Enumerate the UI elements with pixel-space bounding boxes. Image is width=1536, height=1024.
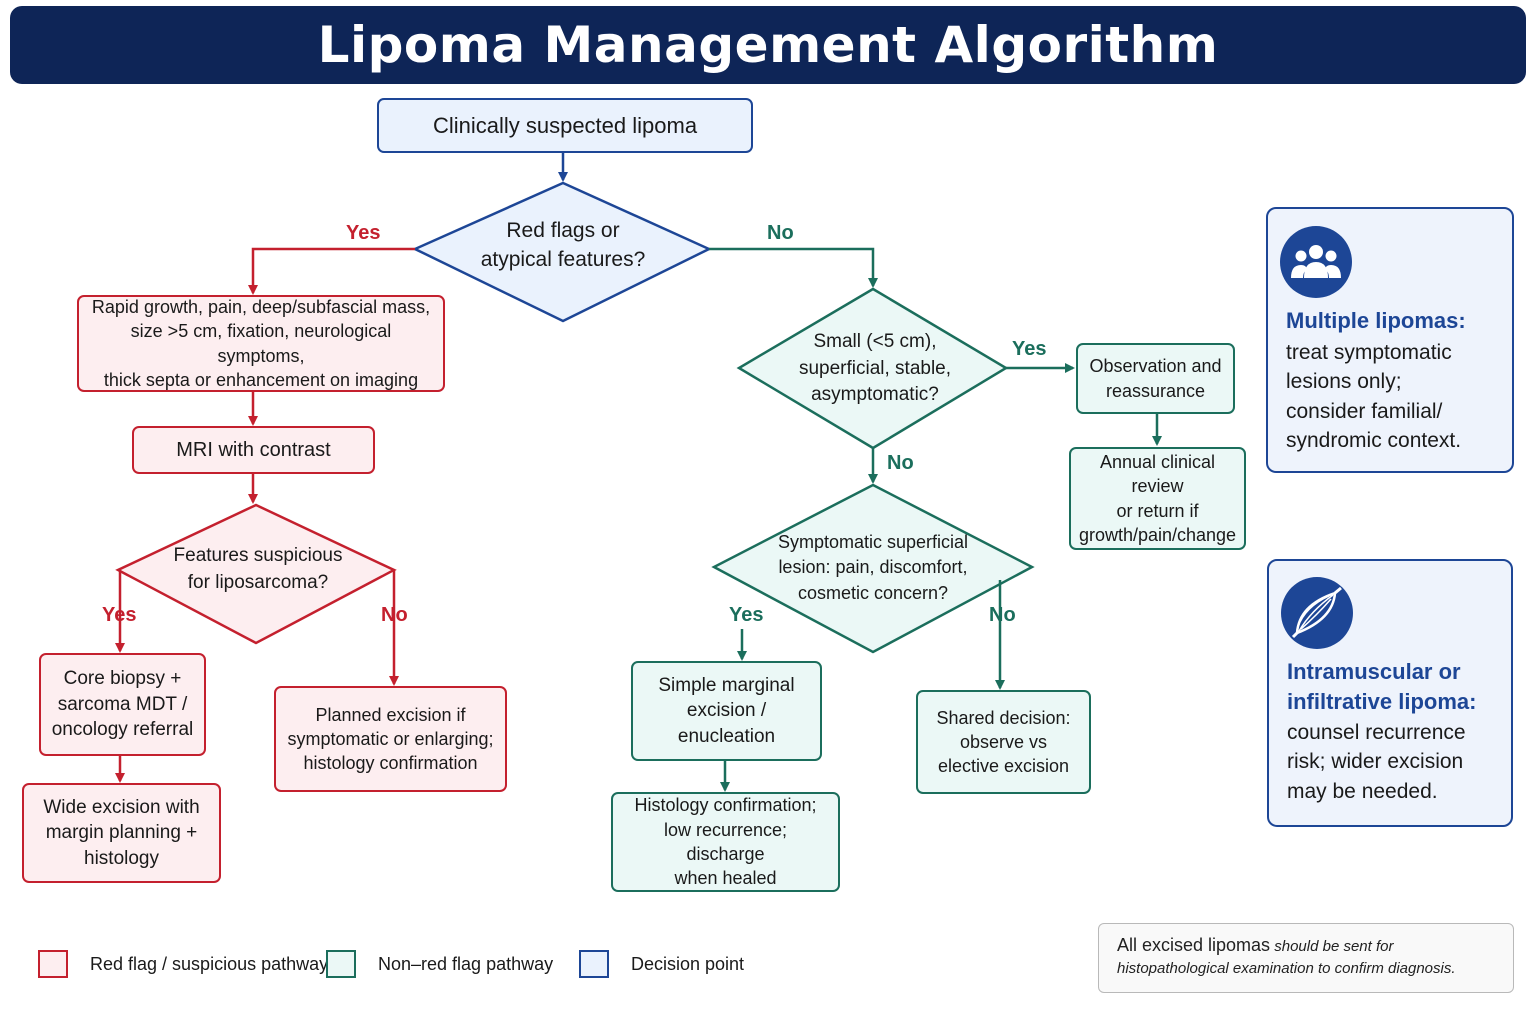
legend-blue-label: Decision point [631,953,745,974]
small-lesion-question: Small (<5 cm), superficial, stable, asym… [798,331,952,406]
symptomatic-diamond [711,483,1035,654]
start-node: Clinically suspected lipoma [377,98,753,153]
wide-excision-box: Wide excision with margin planning + his… [22,783,221,883]
muscle-icon [1281,577,1353,649]
symptomatic-no-label: No [989,604,1016,626]
multiple-lipomas-body: treat symptomatic lesions only; consider… [1286,341,1462,453]
edge-redflags-no [709,247,878,288]
title-bar: Lipoma Management Algorithm [10,6,1526,84]
multiple-lipomas-panel: Multiple lipomas: treat symptomatic lesi… [1266,207,1514,473]
redflags-no-label: No [767,222,794,244]
liposarcoma-no-label: No [381,604,408,626]
liposarcoma-question: Features suspicious for liposarcoma? [173,545,343,593]
legend-green-swatch [326,950,356,978]
legend-red-swatch [38,950,68,978]
red-flags-question: Red flags or atypical features? [480,218,646,271]
red-flag-features-box: Rapid growth, pain, deep/subfascial mass… [77,295,445,392]
small-no-label: No [887,452,914,474]
symptomatic-yes-label: Yes [729,604,764,626]
liposarcoma-yes-label: Yes [102,604,137,626]
histology-confirmation-box: Histology confirmation; low recurrence; … [611,792,840,892]
planned-excision-box: Planned excision if symptomatic or enlar… [274,686,507,792]
symptomatic-question: Symptomatic superficial lesion: pain, di… [777,532,969,603]
marginal-excision-box: Simple marginal excision / enucleation [631,661,822,761]
people-group-icon [1280,226,1352,298]
page-title: Lipoma Management Algorithm [317,16,1219,74]
legend-red-label: Red flag / suspicious pathway [90,953,329,974]
core-biopsy-box: Core biopsy + sarcoma MDT / oncology ref… [39,653,206,756]
intramuscular-lipoma-heading: Intramuscular or infiltrative lipoma: [1287,659,1477,714]
observation-box: Observation and reassurance [1076,343,1235,414]
note-rest: should be sent for histopathological exa… [1117,938,1456,978]
note-lead: All excised lipomas [1117,935,1271,955]
redflags-yes-label: Yes [346,222,381,244]
legend-blue-swatch [579,950,609,978]
legend-red-flag: Red flag / suspicious pathway [38,950,328,978]
histopathology-note: All excised lipomas should be sent for h… [1098,923,1514,993]
edge-redflags-yes [248,247,415,295]
legend-green-label: Non–red flag pathway [378,953,554,974]
legend-non-red-flag: Non–red flag pathway [326,950,553,978]
multiple-lipomas-heading: Multiple lipomas: [1286,308,1466,333]
intramuscular-lipoma-body: counsel recurrence risk; wider excision … [1287,721,1466,803]
annual-review-box: Annual clinical review or return if grow… [1069,447,1246,550]
liposarcoma-diamond [115,503,397,645]
legend-decision-point: Decision point [579,950,744,978]
small-yes-label: Yes [1012,338,1047,360]
shared-decision-box: Shared decision: observe vs elective exc… [916,690,1091,794]
mri-box: MRI with contrast [132,426,375,474]
red-flags-diamond [412,181,712,323]
intramuscular-lipoma-panel: Intramuscular or infiltrative lipoma: co… [1267,559,1513,827]
